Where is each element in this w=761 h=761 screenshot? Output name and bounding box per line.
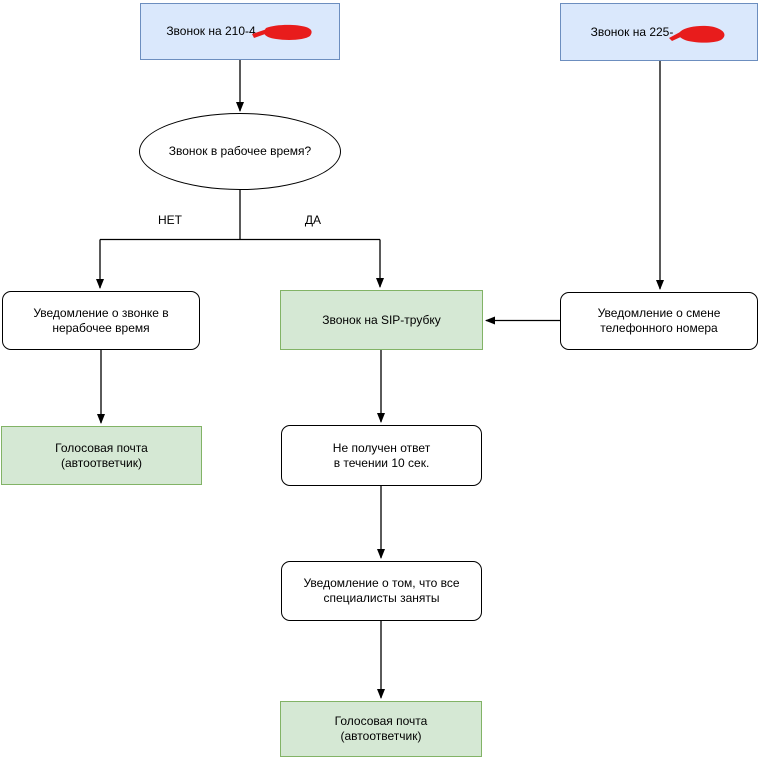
node-label: Голосовая почта (автоответчик) xyxy=(334,714,428,743)
node-call-210: Звонок на 210-4 xyxy=(140,3,340,60)
node-label: Уведомление о том, что все специалисты з… xyxy=(303,576,460,605)
node-label: Звонок на 210-4 xyxy=(166,24,256,38)
edge-label-no: НЕТ xyxy=(158,213,182,227)
node-label: Голосовая почта (автоответчик) xyxy=(55,440,148,470)
node-no-answer: Не получен ответ в течении 10 сек. xyxy=(281,425,482,486)
node-notify-number-change: Уведомление о смене телефонного номера xyxy=(560,292,758,350)
node-voicemail-bottom: Голосовая почта (автоответчик) xyxy=(280,701,482,757)
node-label: Уведомление о звонке в нерабочее время xyxy=(33,305,169,335)
node-label: Не получен ответ в течении 10 сек. xyxy=(332,440,431,470)
node-label: Звонок на 225- xyxy=(590,24,674,39)
node-label: Уведомление о смене телефонного номера xyxy=(597,306,721,335)
redaction-scribble-icon xyxy=(669,25,725,43)
node-voicemail-left: Голосовая почта (автоответчик) xyxy=(1,426,202,485)
edge-label-yes: ДА xyxy=(304,213,322,227)
node-label: Звонок на SIP-трубку xyxy=(322,312,441,327)
node-all-busy: Уведомление о том, что все специалисты з… xyxy=(281,561,482,621)
node-label: Звонок в рабочее время? xyxy=(168,144,312,158)
node-call-225: Звонок на 225- xyxy=(560,3,758,61)
node-notify-offhours: Уведомление о звонке в нерабочее время xyxy=(2,291,200,350)
redaction-scribble-icon xyxy=(251,24,312,40)
node-sip-call: Звонок на SIP-трубку xyxy=(280,290,483,350)
node-decision-working-hours: Звонок в рабочее время? xyxy=(139,113,341,190)
